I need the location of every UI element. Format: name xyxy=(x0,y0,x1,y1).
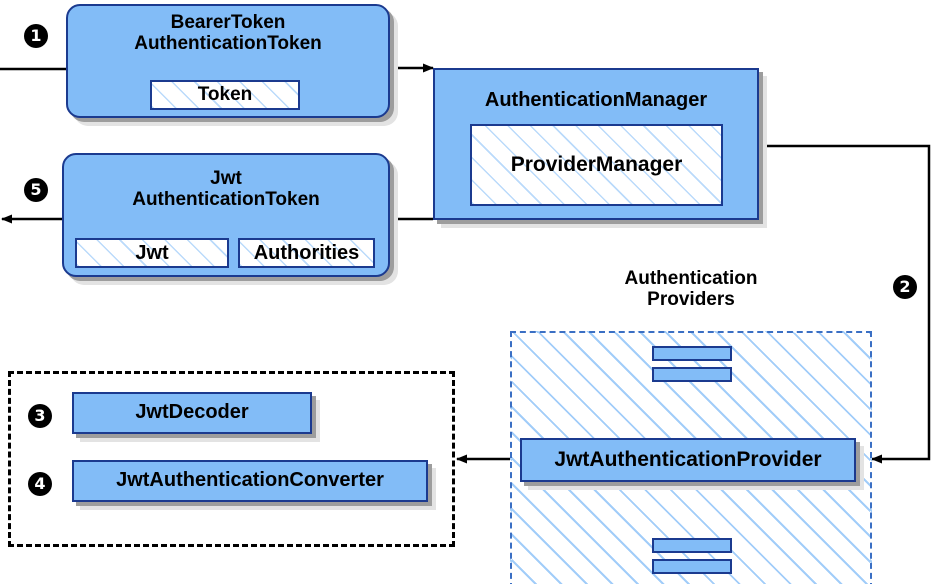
authentication-providers-caption-line1: Authentication xyxy=(624,268,758,289)
authentication-manager-label: AuthenticationManager xyxy=(484,89,708,111)
jwt-decoder[interactable]: JwtDecoder xyxy=(72,392,312,434)
badge-step-3-label: 3 xyxy=(34,406,46,425)
badge-step-1-label: 1 xyxy=(30,26,42,45)
jwt-authentication-token-inner-jwt[interactable]: Jwt xyxy=(75,238,229,268)
badge-step-5-label: 5 xyxy=(30,180,42,199)
badge-step-2-label: 2 xyxy=(899,277,911,296)
jwt-authentication-token-title-line2: AuthenticationToken xyxy=(132,188,320,210)
bearer-token-inner-token-label: Token xyxy=(197,84,253,105)
bearer-token-title-line2: AuthenticationToken xyxy=(134,32,322,54)
badge-step-3: 3 xyxy=(28,404,52,428)
jwt-decoder-label: JwtDecoder xyxy=(135,401,249,424)
bearer-token-inner-token[interactable]: Token xyxy=(150,80,300,110)
provider-stack-bar-bottom-2 xyxy=(652,559,732,574)
jwt-authentication-converter-label: JwtAuthenticationConverter xyxy=(116,469,384,492)
badge-step-5: 5 xyxy=(24,178,48,202)
jwt-authentication-token-title-line1: Jwt xyxy=(210,168,242,189)
jwt-authentication-token-inner-authorities[interactable]: Authorities xyxy=(238,238,375,268)
jwt-authentication-provider[interactable]: JwtAuthenticationProvider xyxy=(520,438,856,482)
badge-step-1: 1 xyxy=(24,24,48,48)
authentication-manager-inner-provider-manager[interactable]: ProviderManager xyxy=(470,124,723,206)
badge-step-4-label: 4 xyxy=(34,474,46,493)
bearer-token-title-line1: BearerToken xyxy=(170,12,286,33)
jwt-helpers-container xyxy=(8,371,455,547)
provider-stack-bar-bottom-1 xyxy=(652,538,732,553)
provider-manager-label: ProviderManager xyxy=(510,153,683,176)
badge-step-4: 4 xyxy=(28,472,52,496)
jwt-authentication-token-inner-authorities-label: Authorities xyxy=(253,241,360,264)
provider-stack-bar-top-1 xyxy=(652,346,732,361)
provider-stack-bar-top-2 xyxy=(652,367,732,382)
badge-step-2: 2 xyxy=(893,275,917,299)
jwt-authentication-provider-label: JwtAuthenticationProvider xyxy=(554,447,822,471)
authentication-providers-caption-line2: Providers xyxy=(647,289,735,311)
jwt-authentication-converter[interactable]: JwtAuthenticationConverter xyxy=(72,460,428,502)
jwt-authentication-token-inner-jwt-label: Jwt xyxy=(135,241,169,264)
authentication-providers-caption: Authentication Providers xyxy=(560,268,822,311)
